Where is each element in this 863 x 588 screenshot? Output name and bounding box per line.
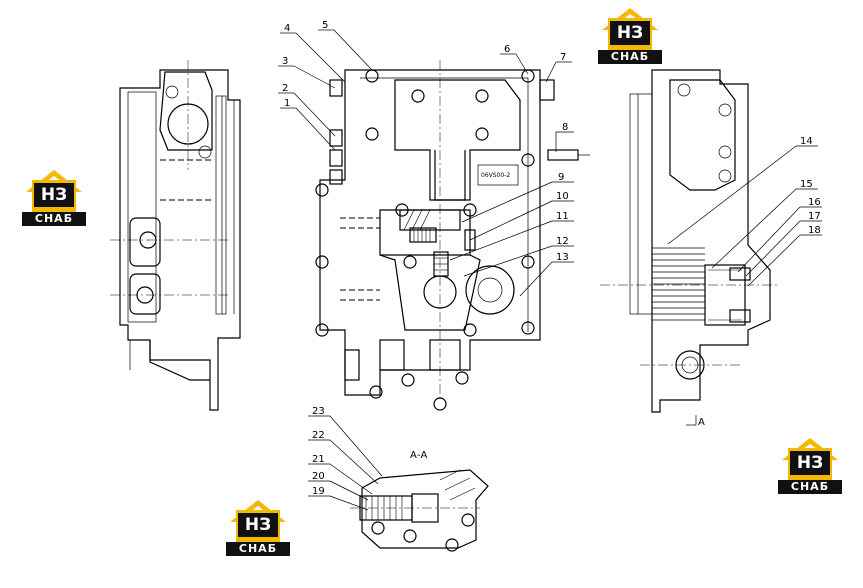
right-side-view: А [600, 69, 780, 428]
callout-8: 8 [562, 122, 568, 133]
logo-brand: СНАБ [22, 212, 86, 226]
logo-brand: СНАБ [226, 542, 290, 556]
bolt-holes [315, 69, 535, 411]
logo-top-right: НЗ СНАБ [598, 4, 662, 66]
nameplate-text: 06VS00-2 [481, 172, 510, 179]
callout-12: 12 [556, 236, 569, 247]
logo-mark: НЗ [34, 183, 74, 207]
callout-labels: 1 2 3 4 5 6 7 8 9 10 11 12 13 14 15 16 1… [282, 20, 821, 497]
logo-mark: НЗ [790, 451, 830, 475]
callout-6: 6 [504, 44, 510, 55]
logo-mark: НЗ [610, 21, 650, 45]
callout-17: 17 [808, 211, 821, 222]
callout-3: 3 [282, 56, 288, 67]
logo-left: НЗ СНАБ [22, 166, 86, 228]
callout-4: 4 [284, 23, 290, 34]
callout-22: 22 [312, 430, 325, 441]
fin-pack [652, 247, 705, 321]
callout-13: 13 [556, 252, 569, 263]
logo-bottom-center: НЗ СНАБ [226, 496, 290, 558]
callout-5: 5 [322, 20, 328, 31]
callout-21: 21 [312, 454, 325, 465]
front-view: 06VS00-2 [315, 60, 590, 411]
callout-19: 19 [312, 486, 325, 497]
logo-mark: НЗ [238, 513, 278, 537]
callout-10: 10 [556, 191, 569, 202]
callout-18: 18 [808, 225, 821, 236]
leader-lines [278, 29, 822, 511]
logo-brand: СНАБ [778, 480, 842, 494]
left-side-view [110, 60, 241, 411]
callout-20: 20 [312, 471, 325, 482]
section-title: А-А [410, 450, 427, 461]
callout-1: 1 [284, 98, 290, 109]
callout-7: 7 [560, 52, 566, 63]
logo-brand: СНАБ [598, 50, 662, 64]
callout-2: 2 [282, 83, 288, 94]
callout-23: 23 [312, 406, 325, 417]
callout-14: 14 [800, 136, 813, 147]
callout-9: 9 [558, 172, 564, 183]
section-a-a: А-А [350, 450, 489, 552]
callout-16: 16 [808, 197, 821, 208]
logo-bottom-right: НЗ СНАБ [778, 434, 842, 496]
callout-15: 15 [800, 179, 813, 190]
callout-11: 11 [556, 211, 569, 222]
section-mark: А [698, 417, 705, 428]
